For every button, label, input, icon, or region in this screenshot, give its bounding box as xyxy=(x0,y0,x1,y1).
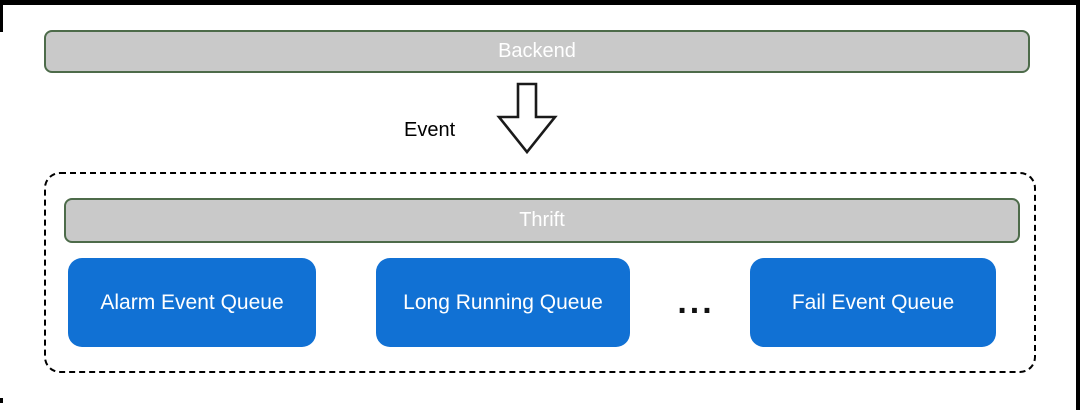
screenshot-left-edge xyxy=(0,0,3,32)
fail-event-queue-node: Fail Event Queue xyxy=(750,258,996,347)
queue-label: Long Running Queue xyxy=(403,290,603,314)
alarm-event-queue-node: Alarm Event Queue xyxy=(68,258,316,347)
backend-node: Backend xyxy=(44,30,1030,73)
more-queues-ellipsis: ... xyxy=(677,283,715,321)
long-running-queue-node: Long Running Queue xyxy=(376,258,630,347)
thrift-queues-container xyxy=(44,172,1036,373)
backend-node-label: Backend xyxy=(498,40,576,62)
queue-label: Fail Event Queue xyxy=(791,290,955,314)
thrift-node: Thrift xyxy=(64,198,1020,243)
arrow-down-icon xyxy=(496,82,558,155)
thrift-node-label: Thrift xyxy=(519,209,565,231)
screenshot-right-edge xyxy=(1076,0,1080,410)
queue-label: Alarm Event Queue xyxy=(100,290,284,314)
screenshot-corner-mark xyxy=(0,398,3,403)
event-edge-label: Event xyxy=(404,119,456,141)
screenshot-top-edge xyxy=(0,0,1080,5)
